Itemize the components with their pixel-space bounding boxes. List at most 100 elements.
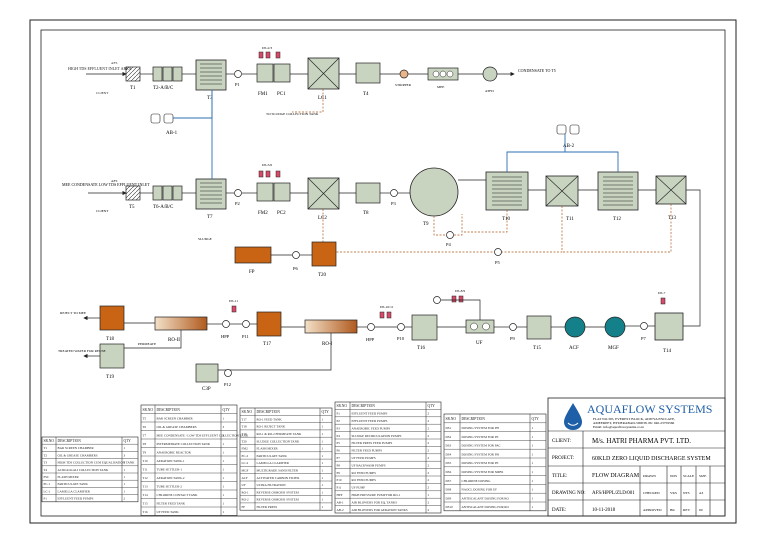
- legend-header-cell: QTY: [322, 410, 330, 414]
- legend-cell: 1: [223, 416, 225, 420]
- legend-cell: 1: [532, 452, 534, 456]
- legend-cell: RO-1 FEED TANK: [257, 417, 283, 421]
- label-p6: P6: [293, 266, 299, 271]
- label-p9: P9: [510, 336, 516, 341]
- legend-cell: P2: [337, 419, 341, 423]
- label-p11: P11: [242, 334, 249, 339]
- legend-header-cell: QTY: [532, 417, 540, 421]
- legend-cell: 2: [428, 478, 430, 482]
- legend-cell: 1: [532, 479, 534, 483]
- legend-cell: 1: [532, 426, 534, 430]
- label-t8: T8: [363, 211, 369, 216]
- legend-cell: 1: [532, 488, 534, 492]
- ultrafiltration-uf: [465, 319, 495, 334]
- legend-cell: RO-1 REJECT TANK: [257, 425, 286, 429]
- legend-cell: UF FEED PUMPS: [352, 456, 376, 460]
- label-treated: TREATED WATER FOR REUSE: [58, 349, 106, 353]
- legend-cell: P7: [337, 456, 341, 460]
- legend-cell: 1: [532, 461, 534, 465]
- legend-cell: SLUDGE RECIRCULATION PUMPS: [352, 434, 402, 438]
- tank-t6a: [152, 185, 163, 201]
- tank-t1: [125, 66, 141, 82]
- legend-cell: T5: [143, 416, 147, 420]
- legend-cell: ACF: [242, 476, 248, 480]
- label-reject: REJECT TO MEE: [60, 311, 86, 315]
- label-fm1: FM1: [258, 92, 268, 97]
- label-p3: P3: [391, 201, 397, 206]
- company-email: Email: info@aquaflowsystems.co.in: [593, 425, 644, 429]
- tank-c3p: [195, 363, 219, 383]
- label-t3: T3: [207, 96, 213, 101]
- legend-cell: ANTISCALANT DOSING FOR RO: [462, 505, 510, 509]
- label-t5: T5: [129, 205, 135, 210]
- legend-cell: 1: [322, 490, 324, 494]
- legend-cell: CHLORINE CONTACT TANK: [157, 493, 199, 497]
- meta-approved: APPROVED: [643, 508, 662, 512]
- legend-cell: HIGH TDS COLLECTION CUM EQUALISATION TAN…: [58, 461, 136, 465]
- legend-cell: 2: [428, 456, 430, 460]
- label-p1: P1: [235, 82, 240, 87]
- legend-cell: 1: [223, 433, 225, 437]
- legend-cell: RO FEED PUMPS: [352, 478, 377, 482]
- tank-t20: [311, 241, 337, 267]
- legend-cell: TUBE SETTLER-2: [157, 484, 183, 488]
- tank-t12: [597, 171, 639, 211]
- legend-cell: BAR SCREEN CHAMBER: [157, 416, 194, 420]
- meta-drawn: DRAWN: [643, 474, 656, 478]
- brand-logo-drop-icon: [564, 403, 582, 430]
- tank-t3: [195, 59, 227, 91]
- tank-t5: [125, 185, 141, 201]
- meta-vks: VKS: [670, 491, 677, 495]
- legend-cell: 1: [223, 493, 225, 497]
- legend-cell: T7: [143, 433, 147, 437]
- label-permeate: PERMEATE: [138, 342, 156, 346]
- legend-cell: 2: [428, 500, 430, 504]
- tank-t2c: [172, 66, 183, 82]
- blower-ab2-b: [569, 124, 580, 135]
- legend-cell: DS4: [446, 452, 452, 456]
- legend-cell: P9: [337, 471, 341, 475]
- legend-cell: HPP: [337, 493, 343, 497]
- legend-cell: 1: [124, 446, 126, 450]
- legend-cell: 1: [322, 439, 324, 443]
- label-afs-2: AFS: [111, 179, 117, 183]
- label-p4: P4: [446, 242, 452, 247]
- title-label: TITLE:: [552, 474, 567, 479]
- legend-cell: UF FEED TANK: [157, 510, 180, 514]
- legend-cell: 3: [223, 425, 225, 429]
- legend-header-cell: DESCRIPTION: [257, 410, 281, 414]
- legend-cell: DS5: [446, 461, 452, 465]
- tank-t2b: [162, 66, 173, 82]
- pump-hpp: [367, 323, 375, 331]
- legend-cell: NAOCL DOSING FOR UF: [462, 488, 498, 492]
- legend-cell: P6: [337, 449, 341, 453]
- legend-cell: 1: [124, 482, 126, 486]
- dryer-atfd: [482, 66, 498, 82]
- legend-cell: 1: [124, 475, 126, 479]
- blower-ab1-a: [150, 113, 161, 124]
- legend-cell: 1: [532, 470, 534, 474]
- legend-cell: 1: [322, 425, 324, 429]
- legend-header-cell: SR.NO: [337, 404, 348, 408]
- legend-cell: CHLORINE DOSING: [462, 479, 492, 483]
- label-t20: T20: [318, 273, 327, 278]
- legend-cell: DS8: [446, 488, 452, 492]
- tank-t15: [526, 315, 552, 340]
- label-ro1: RO-I: [322, 342, 333, 347]
- legend-header-cell: QTY: [223, 408, 231, 412]
- legend-cell: OIL & GREASE CHAMBERS: [58, 453, 98, 457]
- label-sludge: SLUDGE: [198, 237, 212, 241]
- legend-cell: T10: [143, 459, 149, 463]
- pump-p3: [390, 189, 398, 197]
- legend-cell: P10: [337, 478, 342, 482]
- legend-cell: UF BACKWASH PUMPS: [352, 463, 386, 467]
- stream-2: MEE CONDENSATE LOW TDS EFFLUENT INLET CL…: [62, 90, 701, 327]
- legend-cell: 1: [428, 493, 430, 497]
- legend-cell: OIL & GREASE CHAMBERS: [157, 425, 197, 429]
- client-label: CLIENT:: [552, 439, 571, 444]
- legend-cell: T8: [143, 442, 147, 446]
- legend-cell: P3: [337, 426, 341, 430]
- legend-cell: DS9: [446, 496, 452, 500]
